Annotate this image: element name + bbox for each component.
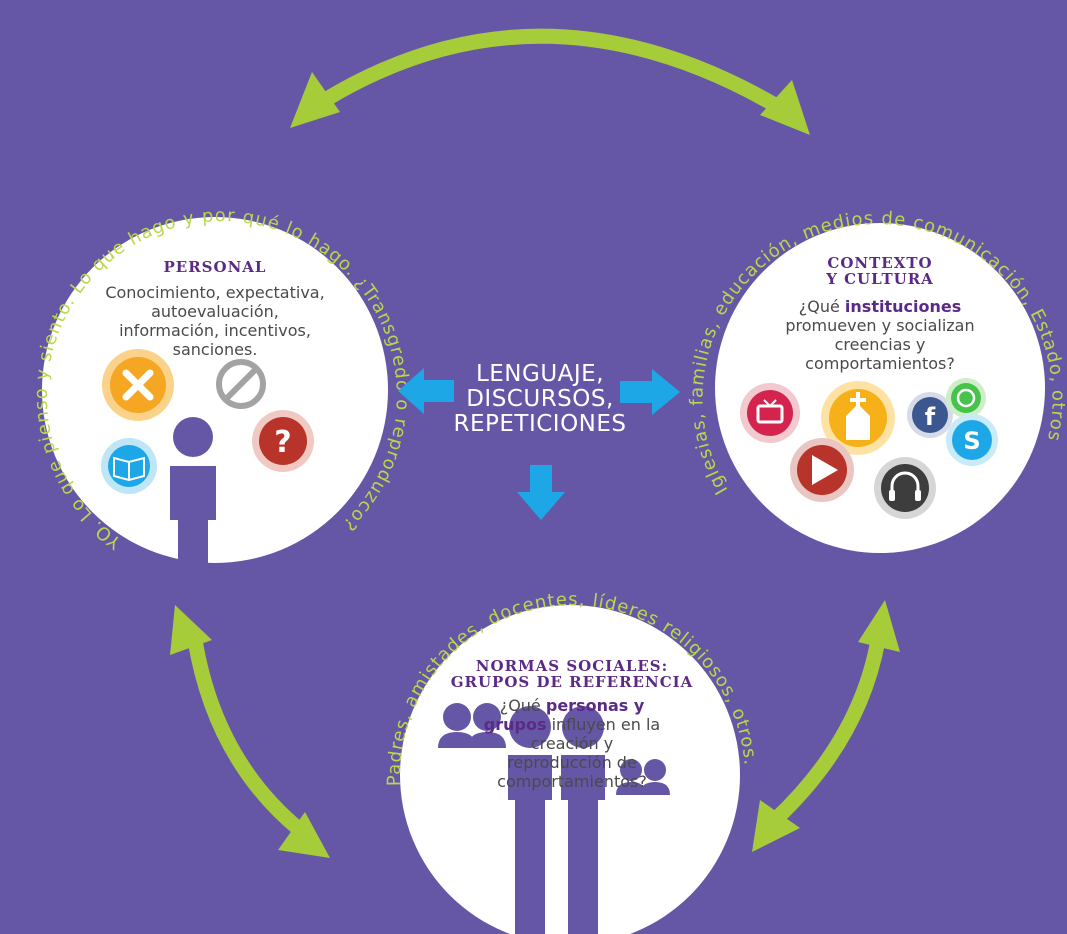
top-connector-arrow (290, 28, 810, 135)
whatsapp-icon (946, 378, 986, 418)
svg-text:S: S (963, 427, 980, 455)
normas-content: NORMAS SOCIALES: GRUPOS DE REFERENCIA ¿Q… (422, 658, 722, 791)
left-blue-arrow (398, 368, 454, 414)
down-blue-arrow (517, 465, 565, 520)
tv-icon (740, 383, 800, 443)
normas-text-prefix: ¿Qué (499, 696, 546, 715)
book-icon (101, 438, 157, 494)
personal-content: PERSONAL Conocimiento, expectativa, auto… (100, 258, 330, 359)
facebook-icon: f (907, 392, 953, 438)
svg-text:f: f (925, 403, 936, 431)
contexto-text-bold: instituciones (844, 297, 962, 316)
contexto-description: ¿Qué instituciones promueven y socializa… (780, 297, 980, 373)
center-line1: LENGUAJE, (475, 361, 605, 387)
contexto-title: CONTEXTO Y CULTURA (750, 255, 1010, 287)
play-icon (790, 438, 854, 502)
center-label: LENGUAJE, DISCURSOS, REPETICIONES (440, 362, 640, 437)
center-line3: REPETICIONES (453, 411, 627, 437)
question-icon: ? (252, 410, 314, 472)
normas-title: NORMAS SOCIALES: GRUPOS DE REFERENCIA (422, 658, 722, 690)
person-icon (170, 417, 216, 565)
normas-text-rest: influyen en la creación y reproducción d… (497, 715, 661, 791)
left-connector-arrow (170, 605, 330, 858)
church-icon (821, 381, 895, 455)
right-blue-arrow (620, 369, 680, 415)
normas-title-line2: GRUPOS DE REFERENCIA (450, 673, 694, 691)
svg-text:?: ? (274, 425, 291, 460)
normas-title-line1: NORMAS SOCIALES: (475, 657, 669, 675)
close-icon (102, 349, 174, 421)
contexto-title-line1: CONTEXTO (827, 254, 933, 272)
headphones-icon (874, 457, 936, 519)
center-line2: DISCURSOS, (466, 386, 614, 412)
contexto-text-rest: promueven y socializan creencias y compo… (785, 316, 975, 373)
normas-description: ¿Qué personas y grupos influyen en la cr… (482, 696, 662, 791)
group-icon (438, 703, 670, 934)
right-connector-arrow (752, 600, 900, 852)
prohibited-icon (216, 359, 266, 409)
skype-icon: S (946, 414, 998, 466)
personal-title: PERSONAL (163, 258, 267, 276)
contexto-content: CONTEXTO Y CULTURA ¿Qué instituciones pr… (750, 255, 1010, 373)
contexto-title-line2: Y CULTURA (826, 270, 934, 288)
personal-description: Conocimiento, expectativa, autoevaluació… (105, 283, 325, 359)
normas-text-bold: personas y grupos (483, 696, 645, 734)
contexto-text-prefix: ¿Qué (798, 297, 845, 316)
